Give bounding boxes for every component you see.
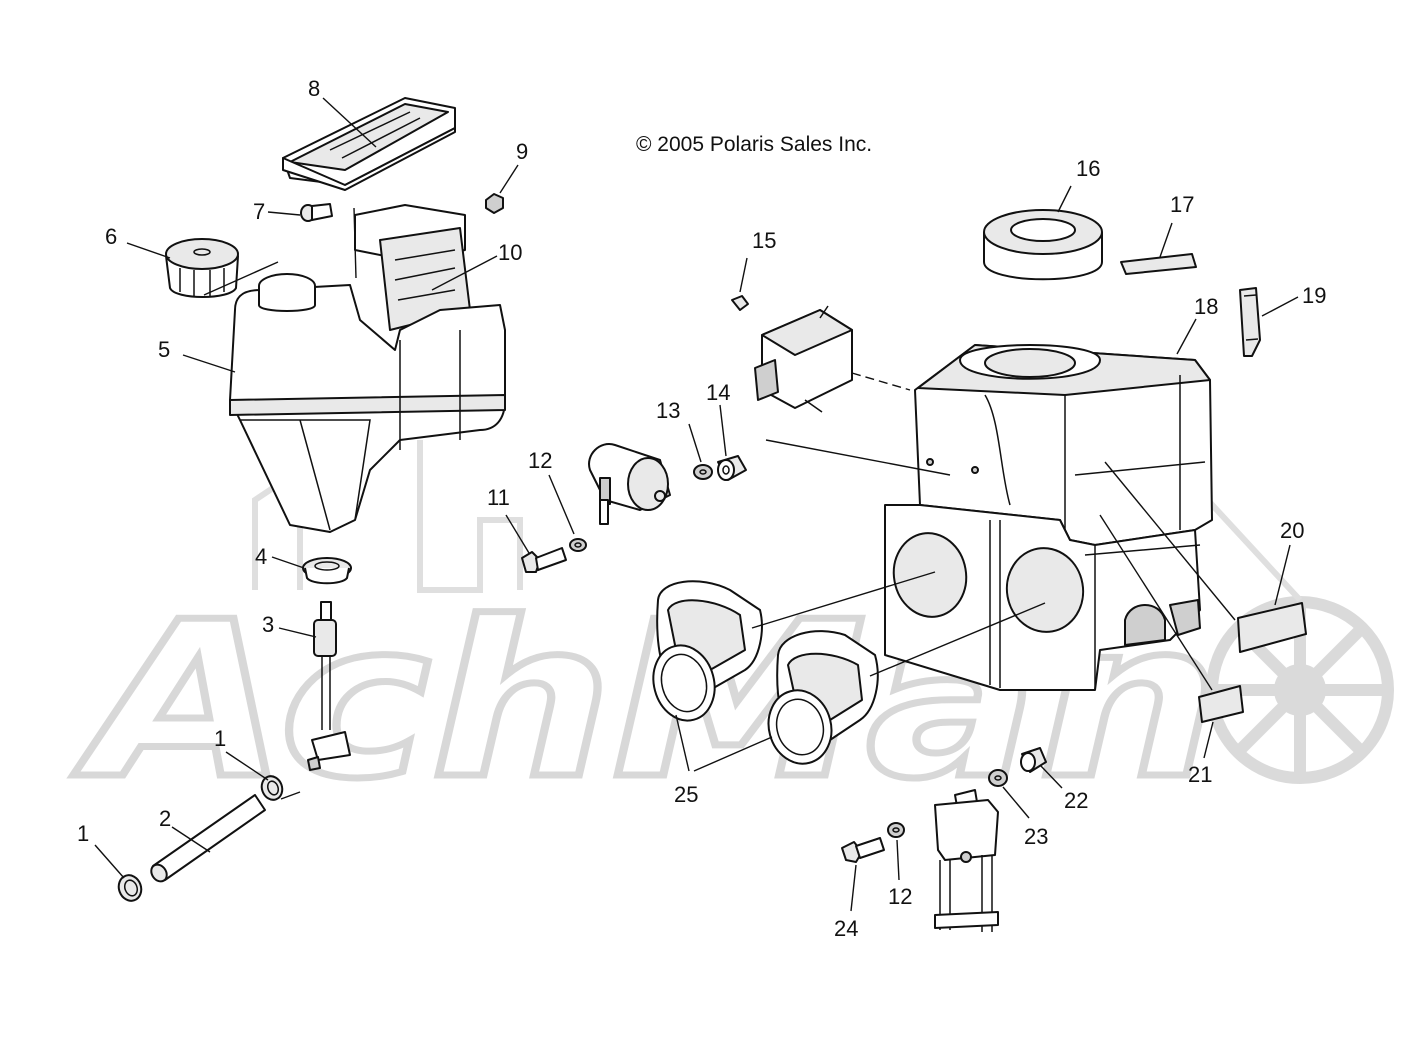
part-9-nut (485, 193, 504, 214)
part-8-cover (282, 97, 456, 191)
part-25-boot-right (767, 630, 879, 765)
callout-23: 23 (1024, 824, 1048, 849)
callout-3: 3 (262, 612, 274, 637)
callout-13: 13 (656, 398, 680, 423)
callout-22: 22 (1064, 788, 1088, 813)
part-2-hose (150, 794, 266, 883)
callout-25: 25 (674, 782, 698, 807)
part-16-foam-ring (983, 209, 1103, 281)
callout-7: 7 (253, 199, 265, 224)
part-ignition-bracket (934, 789, 999, 932)
part-11-bolt (521, 547, 567, 573)
callout-8: 8 (308, 76, 320, 101)
part-5-oil-tank (229, 204, 506, 533)
callout-4: 4 (255, 544, 267, 569)
callout-9: 9 (516, 139, 528, 164)
part-20-decal (1237, 602, 1307, 653)
part-21-decal (1198, 685, 1244, 723)
callout-1-lower: 1 (77, 821, 89, 846)
alignment-lines (203, 207, 1236, 800)
part-14-grommet (717, 455, 747, 481)
part-25-boot-left (652, 580, 763, 722)
part-19-latch (1239, 287, 1261, 357)
callout-12-lower: 12 (888, 884, 912, 909)
part-12-washer-upper (569, 538, 587, 552)
part-23-washer (988, 769, 1008, 787)
part-control-module (754, 305, 853, 413)
callout-12-upper: 12 (528, 448, 552, 473)
part-1-clamp-lower (117, 874, 143, 902)
callout-1-upper: 1 (214, 726, 226, 751)
copyright-text: © 2005 Polaris Sales Inc. (636, 133, 872, 156)
part-13-washer (693, 464, 713, 480)
callout-20: 20 (1280, 518, 1304, 543)
part-22-grommet (1020, 747, 1047, 773)
callout-labels: 8 9 7 6 10 5 4 3 1 2 1 11 12 13 14 15 16… (77, 76, 1326, 941)
callout-11: 11 (487, 485, 510, 510)
part-15-screw (731, 295, 749, 311)
part-1-clamp-upper (260, 775, 284, 801)
part-6-cap (165, 238, 239, 298)
callout-18: 18 (1194, 294, 1218, 319)
callout-21: 21 (1188, 762, 1212, 787)
part-17-decal (1120, 253, 1197, 275)
callout-5: 5 (158, 337, 170, 362)
callout-10: 10 (498, 240, 522, 265)
part-7-screw (300, 203, 333, 222)
part-18-airbox (884, 344, 1213, 691)
part-12-washer-lower (887, 822, 905, 838)
callout-17: 17 (1170, 192, 1194, 217)
part-24-bolt (841, 837, 885, 863)
callout-2: 2 (159, 806, 171, 831)
callout-6: 6 (105, 224, 117, 249)
callout-24: 24 (834, 916, 858, 941)
part-3-pickup (307, 601, 351, 771)
callout-15: 15 (752, 228, 776, 253)
leader-lines (94, 97, 1299, 912)
part-pump-assembly (588, 443, 671, 525)
callout-16: 16 (1076, 156, 1100, 181)
part-4-grommet (302, 557, 352, 585)
callout-19: 19 (1302, 283, 1326, 308)
callout-14: 14 (706, 380, 730, 405)
